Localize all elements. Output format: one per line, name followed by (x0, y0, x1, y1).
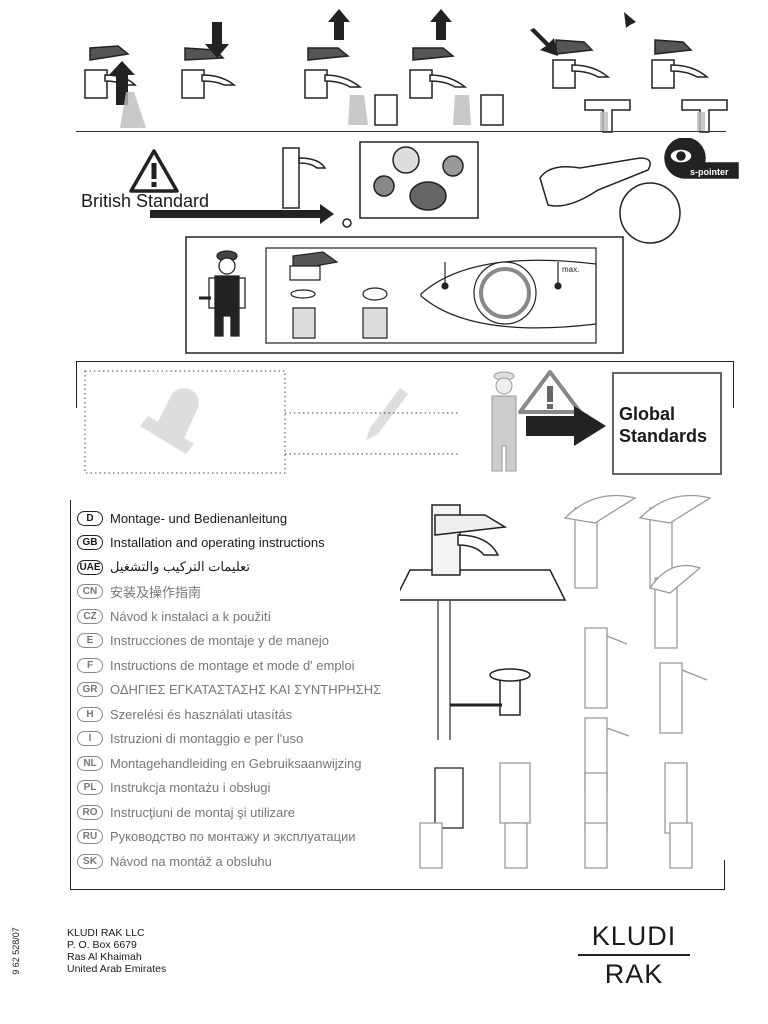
max-label: max. (562, 265, 579, 274)
logo-divider (578, 954, 690, 956)
language-code-badge: RU (77, 829, 103, 844)
language-code-badge: CN (77, 584, 103, 599)
global-standards-line2: Standards (619, 426, 708, 446)
document-number: 9 62 528/07 (10, 927, 21, 975)
language-item: NL Montagehandleiding en Gebruiksaanwijzi… (77, 752, 362, 774)
faucet-model-variants (419, 494, 712, 869)
language-label: Montagehandleiding en Gebruiksaanwijzing (110, 755, 362, 771)
language-label: Návod na montáž a obsluhu (110, 853, 272, 869)
british-standard-label: British Standard (81, 191, 210, 211)
language-label: تعليمات التركيب والتشغيل (110, 559, 251, 574)
country: United Arab Emirates (67, 963, 167, 975)
language-frame-right (724, 860, 725, 890)
s-pointer-label: s-pointer (690, 167, 729, 177)
language-label: 安装及操作指南 (110, 585, 202, 600)
language-code-badge: PL (77, 780, 103, 795)
language-code-badge: I (77, 731, 103, 746)
language-label: Installation and operating instructions (110, 535, 325, 550)
language-frame-bottom (70, 889, 725, 890)
language-item: RU Руководство по монтажу и эксплуатации (77, 826, 356, 848)
language-code-badge: UAE (77, 559, 103, 575)
language-code-badge: GR (77, 682, 103, 697)
installed-faucet-illustration (400, 504, 567, 740)
global-standards-frame-left (76, 361, 77, 408)
language-label: Istruzioni di montaggio e per l'uso (110, 731, 304, 746)
language-label: Instrucciones de montaje y de manejo (110, 633, 329, 648)
language-item: SK Návod na montáž a obsluhu (77, 850, 272, 872)
stamp-and-signature-area (84, 370, 460, 474)
language-code-badge: GB (77, 535, 103, 550)
language-item: F Instructions de montage et mode d' empl… (77, 654, 355, 676)
global-standards-frame-right (733, 361, 734, 408)
company-address: KLUDI RAK LLC P. O. Box 6679 Ras Al Khai… (67, 927, 166, 975)
language-label: Návod k instalaci a k použití (110, 608, 272, 624)
language-item: UAE تعليمات التركيب والتشغيل (77, 556, 250, 578)
language-item: H Szerelési és használati utasítás (77, 703, 292, 725)
language-label: Montage- und Bedienanleitung (110, 510, 288, 526)
language-label: Instructions de montage et mode d' emplo… (110, 657, 355, 673)
service-instruction-panel: max. (185, 236, 624, 354)
company-name: KLUDI RAK LLC (67, 927, 145, 939)
language-frame-left (70, 500, 71, 890)
global-standards-line1: Global (619, 404, 676, 424)
language-code-badge: E (77, 633, 103, 648)
language-code-badge: CZ (77, 608, 103, 624)
language-item: CN 安装及操作指南 (77, 581, 201, 603)
british-standard-arrow-icon (150, 141, 479, 228)
installer-warning-illustration (491, 370, 606, 472)
language-item: CZ Návod k instalaci a k použití (77, 605, 271, 627)
language-item: GB Installation and operating instruction… (77, 532, 325, 554)
top-divider (76, 131, 726, 132)
language-item: RO Instrucţiuni de montaj şi utilizare (77, 801, 295, 823)
language-label: Szerelési és használati utasítás (110, 706, 293, 722)
logo-bottom-text: RAK (604, 959, 664, 989)
language-code-badge: RO (77, 804, 103, 820)
s-pointer-illustration: s-pointer (539, 138, 739, 244)
language-item: D Montage- und Bedienanleitung (77, 507, 287, 529)
kludi-rak-logo: KLUDI RAK (578, 920, 690, 990)
po-box: P. O. Box 6679 (67, 939, 137, 951)
global-standards-box: Global Standards (612, 372, 722, 475)
language-item: GR ΟΔΗΓΙΕΣ ΕΓΚΑΤΑΣΤΑΣΗΣ ΚΑΙ ΣΥΝΤΗΡΗΣΗΣ (77, 679, 381, 701)
language-item: I Istruzioni di montaggio e per l'uso (77, 728, 303, 750)
logo-top-text: KLUDI (591, 921, 677, 951)
language-item: PL Instrukcja montażu i obsługi (77, 777, 270, 799)
global-standards-frame-top (76, 361, 734, 362)
faucet-operation-illustrations (84, 9, 728, 133)
language-code-badge: SK (77, 853, 103, 869)
language-code-badge: NL (77, 755, 103, 771)
language-code-badge: F (77, 657, 103, 673)
language-label: ΟΔΗΓΙΕΣ ΕΓΚΑΤΑΣΤΑΣΗΣ ΚΑΙ ΣΥΝΤΗΡΗΣΗΣ (110, 682, 382, 697)
language-code-badge: D (77, 510, 103, 526)
language-label: Instrucţiuni de montaj şi utilizare (110, 804, 295, 820)
warning-icon (129, 149, 179, 193)
language-item: E Instrucciones de montaje y de manejo (77, 630, 329, 652)
language-label: Руководство по монтажу и эксплуатации (110, 829, 356, 844)
language-label: Instrukcja montażu i obsługi (110, 780, 271, 795)
city: Ras Al Khaimah (67, 951, 142, 963)
language-code-badge: H (77, 706, 103, 722)
